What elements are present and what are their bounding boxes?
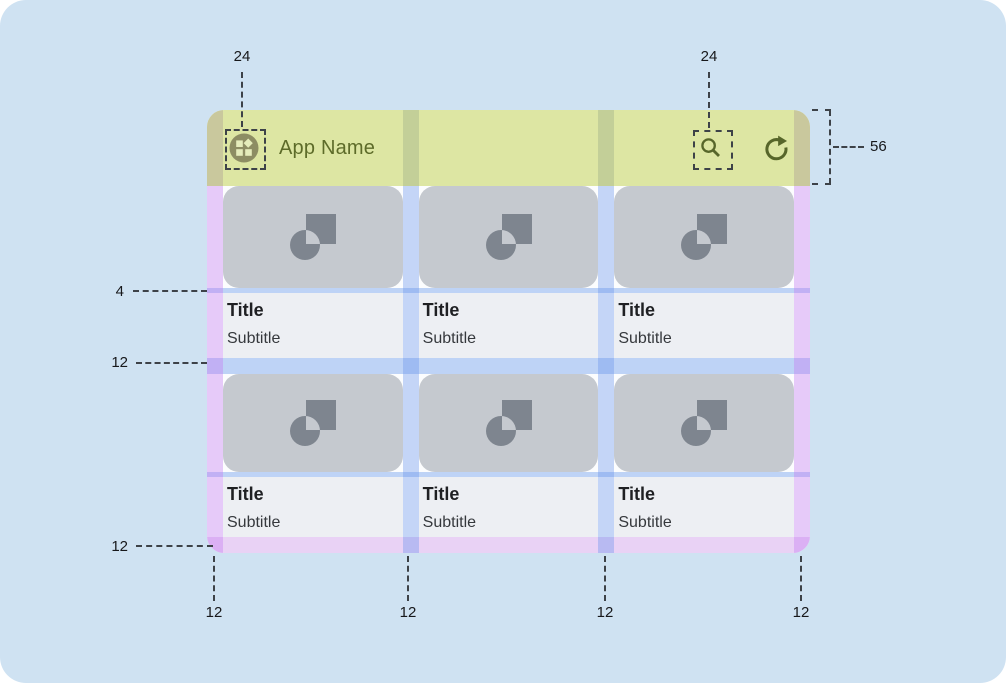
dashed-line	[800, 556, 802, 601]
card-image[interactable]	[223, 186, 403, 288]
icon-bounds-box	[693, 130, 733, 170]
dashed-line	[407, 556, 409, 601]
dashed-line	[133, 290, 207, 292]
image-placeholder-icon	[485, 400, 532, 446]
card-text[interactable]: Title Subtitle	[418, 293, 599, 358]
dim-bottom-margin: 12	[111, 538, 128, 555]
card-title: Title	[227, 300, 264, 320]
card-image[interactable]	[614, 374, 795, 472]
widgets-icon	[229, 133, 259, 163]
image-placeholder-icon	[485, 214, 532, 260]
dashed-line	[833, 146, 864, 148]
card-subtitle: Subtitle	[227, 330, 281, 347]
app-name: App Name	[279, 137, 376, 159]
card-row-1-images	[207, 186, 810, 288]
dashed-line	[136, 362, 207, 364]
card-subtitle: Subtitle	[618, 330, 672, 347]
card-row-2-images	[207, 374, 810, 472]
dim-action-icon-size: 24	[700, 48, 718, 65]
card-subtitle: Subtitle	[422, 514, 477, 531]
card-text[interactable]: Title Subtitle	[418, 477, 599, 537]
app-window-surface: App Name	[207, 110, 810, 553]
card-title: Title	[618, 484, 656, 504]
spacer-4dp	[207, 288, 810, 293]
card-text[interactable]: Title Subtitle	[614, 293, 795, 358]
bracket-tick	[812, 183, 831, 185]
dim-row-spacing: 12	[111, 354, 128, 371]
icon-bounds-box	[225, 129, 266, 170]
card-subtitle: Subtitle	[227, 514, 281, 531]
image-placeholder-icon	[289, 400, 336, 446]
dashed-line	[136, 545, 213, 547]
dim-gutter-1: 12	[399, 604, 417, 621]
dashed-line	[241, 72, 243, 127]
dashed-line	[604, 556, 606, 601]
refresh-icon	[765, 135, 788, 161]
app-window: App Name	[207, 110, 810, 553]
search-button[interactable]	[699, 136, 723, 160]
spacer-12dp	[207, 358, 810, 374]
dashed-line	[708, 72, 710, 128]
image-placeholder-icon	[289, 214, 336, 260]
dim-gutter-2: 12	[596, 604, 614, 621]
refresh-button[interactable]	[763, 134, 791, 162]
card-image[interactable]	[614, 186, 795, 288]
image-placeholder-icon	[681, 400, 728, 446]
card-image[interactable]	[418, 374, 599, 472]
spacer-4dp	[207, 472, 810, 477]
card-title: Title	[618, 300, 656, 320]
dim-right-margin: 12	[792, 604, 810, 621]
card-text[interactable]: Title Subtitle	[223, 293, 403, 358]
bracket-line	[829, 110, 831, 184]
card-title: Title	[422, 300, 460, 320]
card-title: Title	[422, 484, 460, 504]
card-image[interactable]	[418, 186, 599, 288]
bracket-tick	[812, 109, 831, 111]
card-text[interactable]: Title Subtitle	[223, 477, 403, 537]
dim-app-bar-height: 56	[870, 138, 887, 155]
bottom-margin-band	[207, 537, 810, 553]
card-row-1-text: Title Subtitle Title Subtitle Title Subt…	[207, 293, 810, 358]
search-icon	[701, 138, 720, 157]
card-title: Title	[227, 484, 264, 504]
dashed-line	[213, 556, 215, 601]
dim-app-icon-size: 24	[233, 48, 251, 65]
app-menu-button[interactable]	[229, 133, 259, 163]
card-image[interactable]	[223, 374, 403, 472]
dim-left-margin: 12	[205, 604, 223, 621]
dim-image-text-gap: 4	[115, 283, 124, 300]
card-subtitle: Subtitle	[422, 330, 477, 347]
image-placeholder-icon	[681, 214, 728, 260]
card-subtitle: Subtitle	[618, 514, 672, 531]
card-row-2-text: Title Subtitle Title Subtitle Title Subt…	[207, 477, 810, 537]
card-text[interactable]: Title Subtitle	[614, 477, 795, 537]
